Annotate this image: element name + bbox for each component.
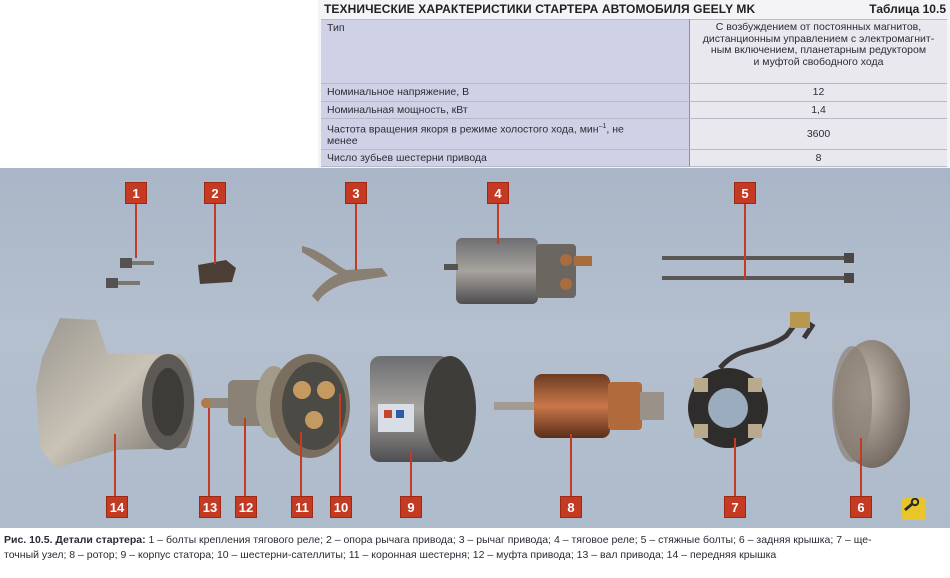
part-label-8: 8 xyxy=(560,496,582,518)
spec-key-text: , не xyxy=(606,123,624,135)
part-label-2: 2 xyxy=(204,182,226,204)
tie-bolts xyxy=(662,253,854,283)
caption-text: точный узел; 8 – ротор; 9 – корпус стато… xyxy=(4,549,777,561)
spec-value: 1,4 xyxy=(689,100,947,119)
part-label-4: 4 xyxy=(487,182,509,204)
spec-key: Частота вращения якоря в режиме холостог… xyxy=(321,117,690,150)
starter-parts-photo: 1 2 3 4 5 14 13 12 11 10 9 8 7 6 xyxy=(0,168,950,528)
table-row-speed: Частота вращения якоря в режиме холостог… xyxy=(321,117,947,150)
part-label-3: 3 xyxy=(345,182,367,204)
part-label-13: 13 xyxy=(199,496,221,518)
guide-line xyxy=(355,204,357,270)
spec-key-text: Частота вращения якоря в режиме холостог… xyxy=(327,123,599,135)
stator-housing xyxy=(370,356,476,462)
guide-line xyxy=(214,204,216,264)
caption-text: 1 – болты крепления тягового реле; 2 – о… xyxy=(145,534,872,546)
guide-line xyxy=(860,438,862,496)
guide-line xyxy=(135,204,137,258)
drive-lever xyxy=(302,246,388,302)
table-title: ТЕХНИЧЕСКИЕ ХАРАКТЕРИСТИКИ СТАРТЕРА АВТО… xyxy=(324,2,756,16)
spec-key-text: менее xyxy=(327,135,358,147)
guide-line xyxy=(244,418,246,496)
part-label-7: 7 xyxy=(724,496,746,518)
part-label-11: 11 xyxy=(291,496,313,518)
figure-caption: Рис. 10.5. Детали стартера: 1 – болты кр… xyxy=(4,533,944,563)
guide-line xyxy=(744,204,746,280)
part-label-5: 5 xyxy=(734,182,756,204)
spec-key: Тип xyxy=(321,18,690,85)
relay-bolts xyxy=(106,258,154,288)
part-label-12: 12 xyxy=(235,496,257,518)
guide-line xyxy=(339,394,341,496)
table-number: Таблица 10.5 xyxy=(869,2,946,16)
spec-value-line: ным включением, планетарным редуктором xyxy=(710,44,927,56)
spec-value: 3600 xyxy=(689,117,947,150)
rotor xyxy=(494,374,664,438)
guide-line xyxy=(410,452,412,496)
spec-value: С возбуждением от постоянных магнитов, д… xyxy=(689,18,947,85)
spec-key: Число зубьев шестерни привода xyxy=(321,148,690,168)
guide-line xyxy=(114,434,116,496)
spec-table: Тип С возбуждением от постоянных магнито… xyxy=(321,18,947,168)
table-row-teeth: Число зубьев шестерни привода 8 xyxy=(321,148,947,168)
spec-key-sup: –1 xyxy=(598,122,607,130)
table-row-type: Тип С возбуждением от постоянных магнито… xyxy=(321,18,947,85)
table-header: ТЕХНИЧЕСКИЕ ХАРАКТЕРИСТИКИ СТАРТЕРА АВТО… xyxy=(318,0,950,18)
ring-gear xyxy=(270,354,350,458)
part-label-6: 6 xyxy=(850,496,872,518)
spec-value-line: и муфтой свободного хода xyxy=(753,55,884,68)
spec-value-line: дистанционным управлением с электромагни… xyxy=(702,32,935,45)
caption-lead: Рис. 10.5. Детали стартера: xyxy=(4,534,146,546)
front-cover xyxy=(36,318,195,468)
wrench-icon xyxy=(902,498,926,520)
brush-holder xyxy=(688,312,816,448)
part-label-9: 9 xyxy=(400,496,422,518)
solenoid-relay xyxy=(444,238,592,304)
part-label-1: 1 xyxy=(125,182,147,204)
spec-key: Номинальная мощность, кВт xyxy=(321,100,690,119)
guide-line xyxy=(208,408,210,496)
spec-value: 8 xyxy=(689,148,947,168)
part-label-10: 10 xyxy=(330,496,352,518)
guide-line xyxy=(734,438,736,496)
part-label-14: 14 xyxy=(106,496,128,518)
table-row-power: Номинальная мощность, кВт 1,4 xyxy=(321,100,947,119)
guide-line xyxy=(497,204,499,244)
spec-value-line: С возбуждением от постоянных магнитов, xyxy=(715,21,922,33)
spec-value: 12 xyxy=(689,83,947,102)
parts-illustration xyxy=(36,238,910,468)
guide-line xyxy=(570,434,572,496)
spec-key: Номинальное напряжение, В xyxy=(321,83,690,102)
guide-line xyxy=(300,432,302,496)
lever-support xyxy=(198,260,236,284)
rear-cap xyxy=(832,340,910,468)
spec-table-panel: ТЕХНИЧЕСКИЕ ХАРАКТЕРИСТИКИ СТАРТЕРА АВТО… xyxy=(318,0,950,168)
table-row-voltage: Номинальное напряжение, В 12 xyxy=(321,83,947,102)
